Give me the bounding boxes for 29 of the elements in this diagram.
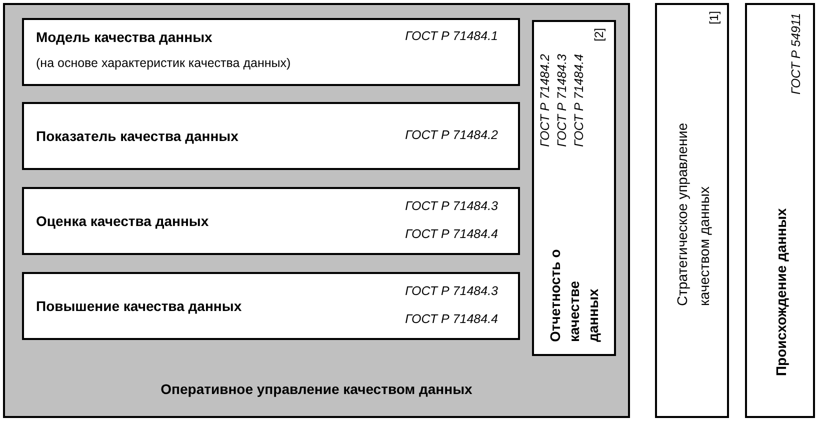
standard-reference: ГОСТ Р 71484.4 — [405, 312, 498, 326]
section-box — [22, 18, 520, 86]
section-box — [22, 187, 520, 255]
box-title: Показатель качества данных — [36, 127, 238, 145]
standard-reference: ГОСТ Р 54911 — [789, 13, 803, 94]
box-title: Отчетность о качестве данных — [546, 248, 602, 342]
standard-reference: ГОСТ Р 71484.2 — [538, 54, 552, 147]
group-panel — [3, 3, 630, 418]
standard-reference: ГОСТ Р 71484.3 — [405, 284, 498, 298]
standard-reference: ГОСТ Р 71484.3 — [555, 54, 569, 147]
box-title: Повышение качества данных — [36, 297, 242, 315]
box-title: Модель качества данных — [36, 28, 212, 46]
section-box — [655, 3, 729, 418]
box-title: Оценка качества данных — [36, 212, 209, 230]
standard-reference: ГОСТ Р 71484.4 — [405, 227, 498, 241]
panel-caption: Оперативное управление качеством данных — [160, 380, 474, 398]
standard-reference: ГОСТ Р 71484.1 — [405, 29, 498, 43]
box-title: Стратегическое управление качеством данных — [673, 122, 713, 306]
reference-number: [1] — [707, 11, 721, 24]
section-box — [532, 20, 616, 356]
box-subtitle: (на основе характеристик качества данных) — [36, 56, 291, 70]
standard-reference: ГОСТ Р 71484.4 — [572, 54, 586, 147]
box-title: Происхождение данных — [772, 208, 790, 376]
section-box — [745, 3, 815, 418]
reference-number: [2] — [592, 28, 606, 42]
standard-reference: ГОСТ Р 71484.3 — [405, 199, 498, 213]
section-box — [22, 102, 520, 170]
standard-reference: ГОСТ Р 71484.2 — [405, 128, 498, 142]
section-box — [22, 272, 520, 340]
